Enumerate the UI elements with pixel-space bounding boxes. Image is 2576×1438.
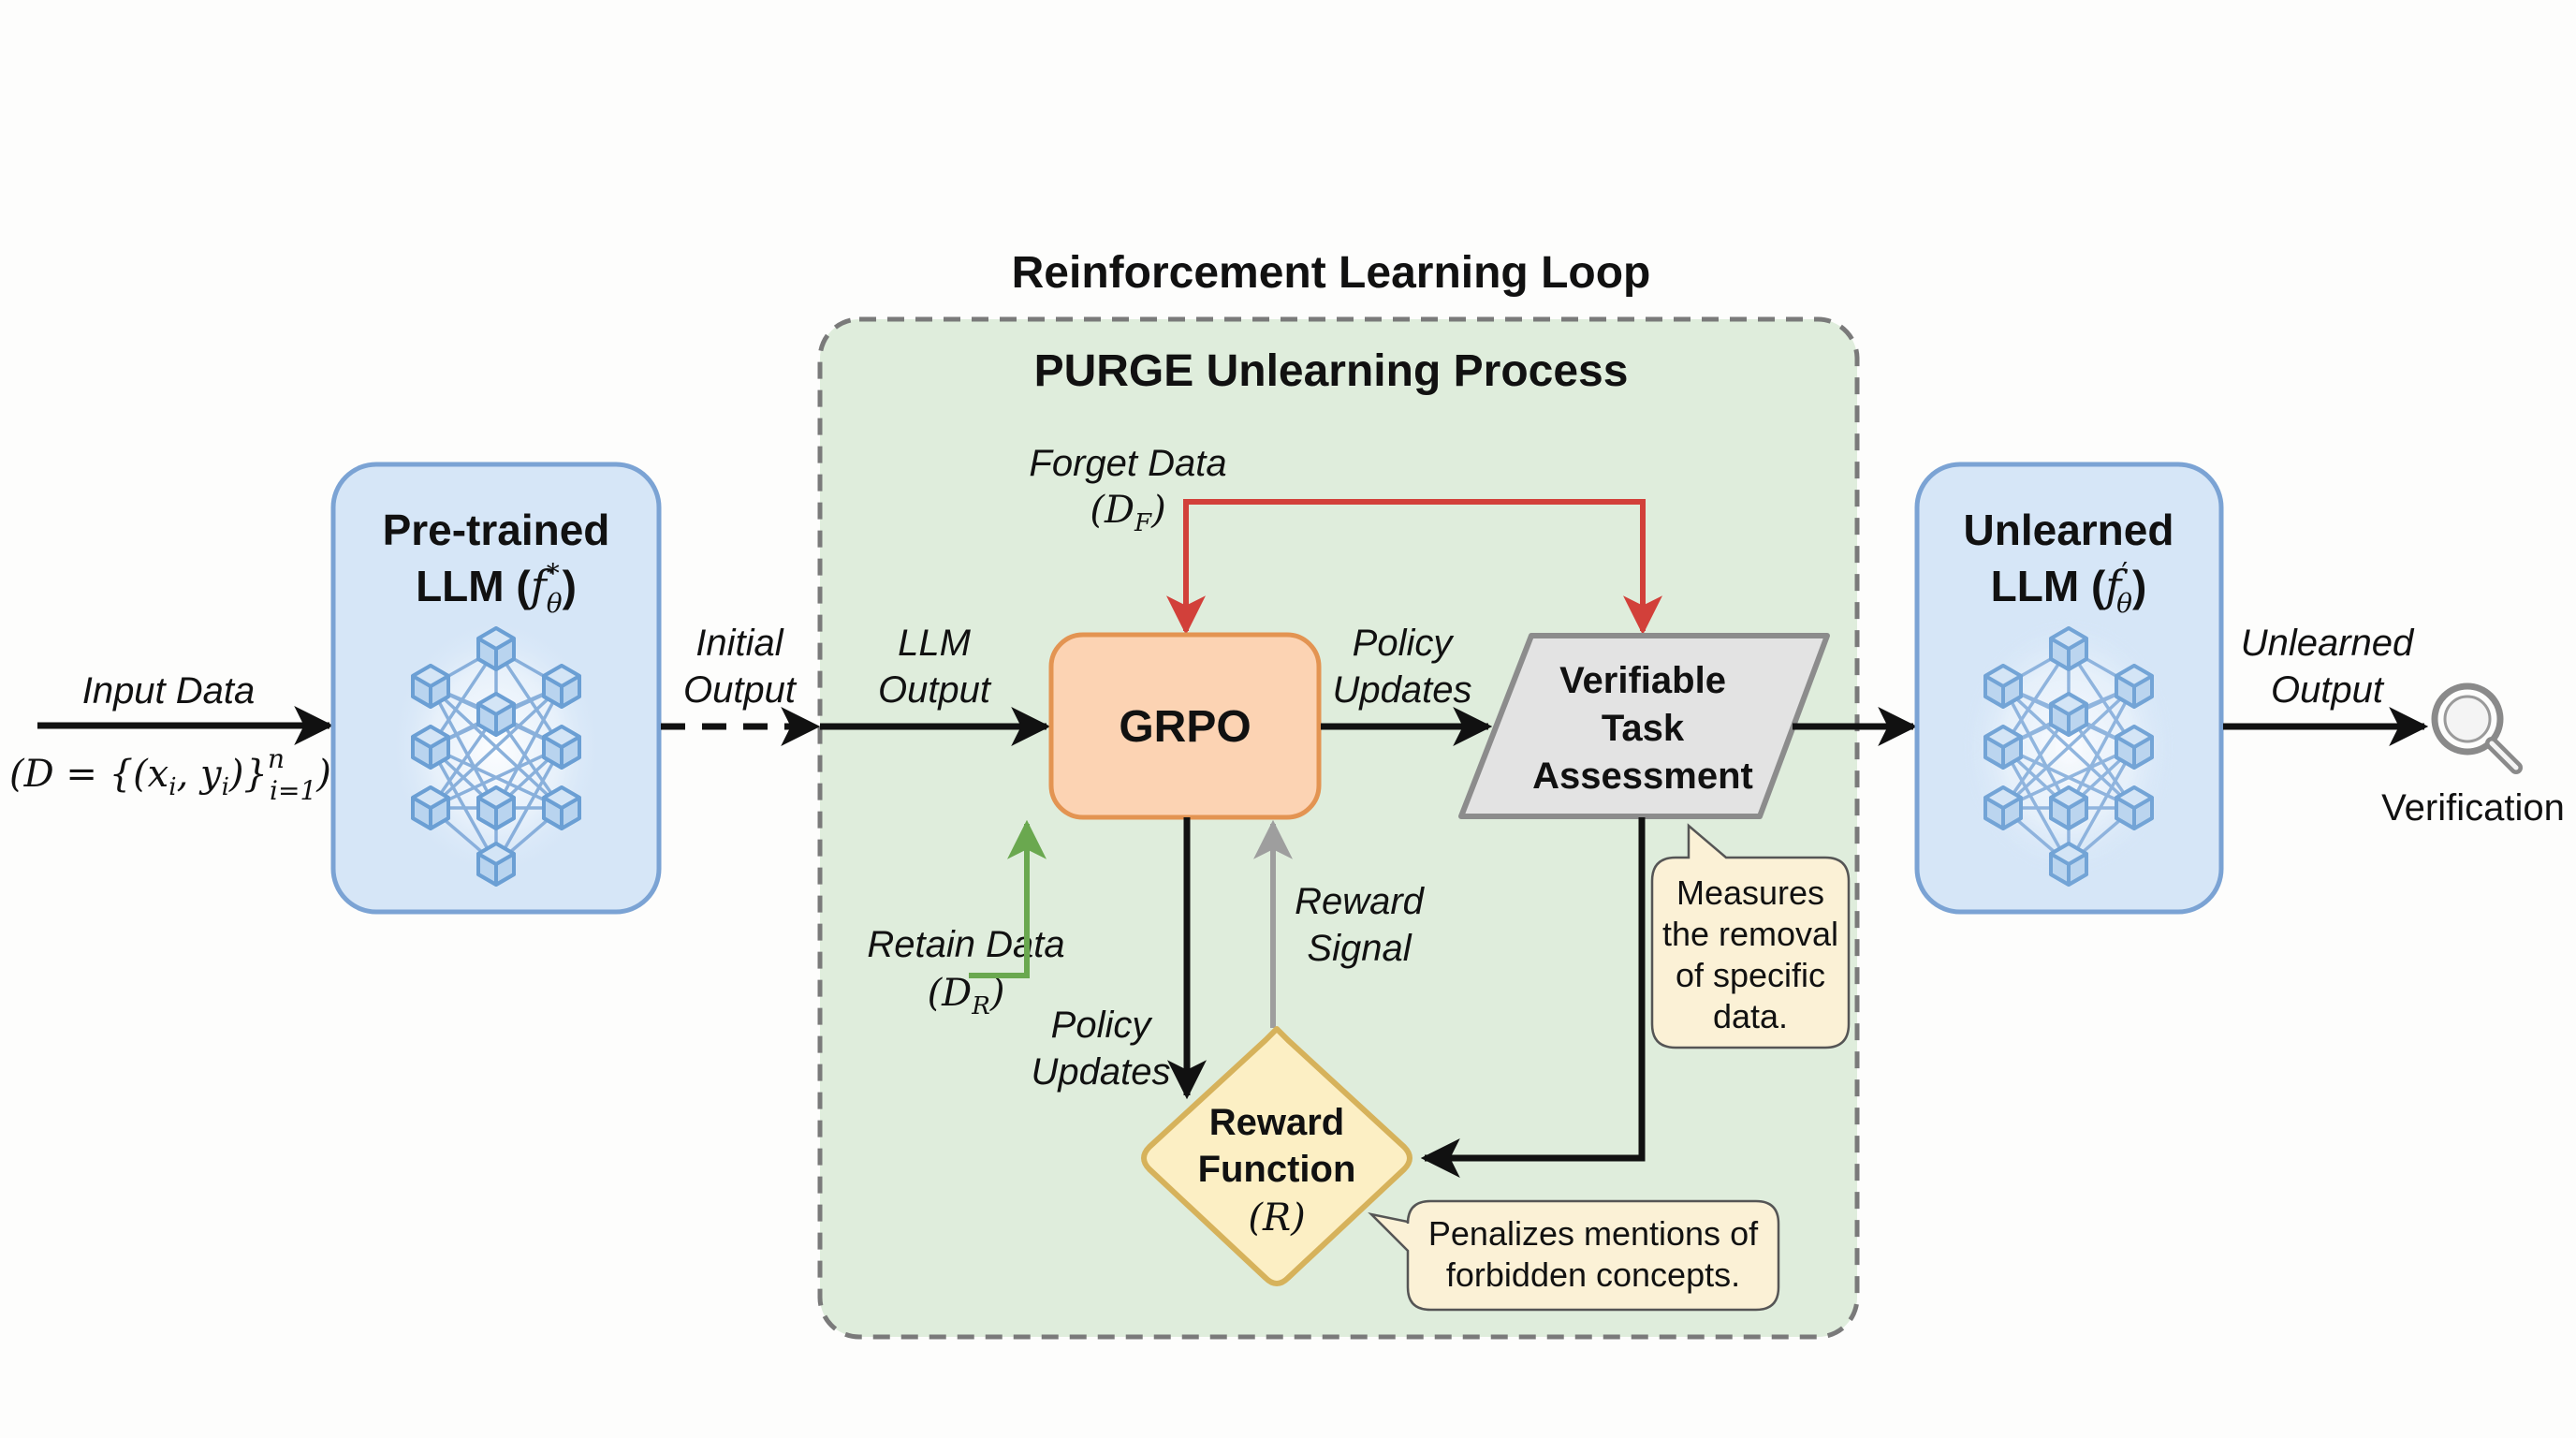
purge-title: PURGE Unlearning Process xyxy=(1034,346,1629,396)
grpo-box: GRPO xyxy=(1048,632,1322,820)
callout-measures-line1: Measures xyxy=(1676,873,1824,912)
callout-measures: Measures the removal of specific data. xyxy=(1650,823,1851,1049)
policy-updates-top-2: Updates xyxy=(1333,669,1472,711)
policy-updates-bottom-1: Policy xyxy=(1051,1005,1154,1046)
unlearned-title-line1: Unlearned xyxy=(1964,506,2174,554)
forget-data-path xyxy=(1183,499,1646,629)
callout-measures-line4: data. xyxy=(1713,997,1788,1035)
input-data-label: Input Data xyxy=(82,670,256,712)
initial-output-label-2: Output xyxy=(683,669,798,711)
forget-data-label: Forget Data xyxy=(1029,443,1226,484)
verifiable-task-assessment: Verifiable Task Assessment xyxy=(1458,633,1830,819)
reward-function-symbol: (R) xyxy=(1248,1196,1305,1240)
verification-label: Verification xyxy=(2381,787,2565,829)
reward-signal-1: Reward xyxy=(1295,881,1426,922)
grpo-label: GRPO xyxy=(1119,702,1251,752)
callout-penalizes-line1: Penalizes mentions of xyxy=(1428,1214,1759,1253)
verifiable-line2: Task xyxy=(1602,708,1685,749)
callout-penalizes: Penalizes mentions of forbidden concepts… xyxy=(1368,1199,1780,1312)
unlearned-output-label-1: Unlearned xyxy=(2241,623,2415,664)
llm-output-label-1: LLM xyxy=(898,623,971,664)
pretrained-llm-box: Pre-trained LLM (f*θ) xyxy=(330,462,662,915)
pretrained-title-line2: LLM (f*θ) xyxy=(416,558,577,619)
policy-updates-top-1: Policy xyxy=(1353,623,1456,664)
retain-data-label: Retain Data xyxy=(867,924,1064,965)
verifiable-line3: Assessment xyxy=(1532,756,1753,797)
unlearned-output-label-2: Output xyxy=(2271,669,2385,711)
reward-function-line1: Reward xyxy=(1209,1102,1345,1143)
verifiable-line1: Verifiable xyxy=(1559,660,1726,701)
forget-data-symbol: (DF) xyxy=(1090,489,1165,537)
llm-output-label-2: Output xyxy=(878,669,992,711)
callout-penalizes-line2: forbidden concepts. xyxy=(1446,1255,1740,1294)
callout-measures-line2: the removal xyxy=(1662,915,1838,953)
retain-data-arrow xyxy=(969,819,1046,978)
pretrained-title-line1: Pre-trained xyxy=(383,506,610,554)
reward-function-diamond: Reward Function (R) xyxy=(1141,1026,1412,1286)
reward-function-line2: Function xyxy=(1198,1149,1356,1190)
reward-signal-2: Signal xyxy=(1307,928,1412,969)
callout-measures-line3: of specific xyxy=(1676,956,1825,994)
purge-container xyxy=(817,316,1860,1340)
rl-loop-title: Reinforcement Learning Loop xyxy=(1012,248,1651,298)
assessment-to-reward-arrow xyxy=(1420,817,1646,1178)
unlearned-llm-box: Unlearned LLM (f′θ) xyxy=(1914,462,2224,915)
retain-data-symbol: (DR) xyxy=(928,972,1005,1020)
unlearned-title-line2: LLM (f′θ) xyxy=(1991,557,2147,619)
initial-output-label-1: Initial xyxy=(695,623,783,664)
policy-updates-bottom-2: Updates xyxy=(1032,1051,1171,1093)
magnifier-icon xyxy=(2431,682,2523,774)
